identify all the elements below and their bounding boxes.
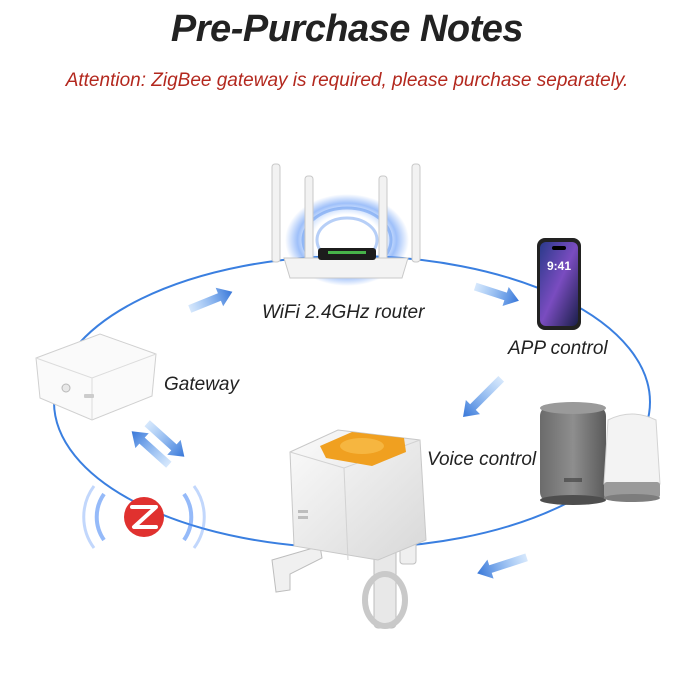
svg-text:9:41: 9:41 [547, 259, 571, 273]
arrow-gateway-down [144, 420, 185, 457]
smartphone: 9:41 [537, 238, 581, 330]
gateway-label: Gateway [164, 374, 239, 395]
voice-control-label: Voice control [427, 449, 537, 470]
arrow-to-app [473, 282, 519, 306]
valve-controller [271, 429, 427, 629]
router-label: WiFi 2.4GHz router [262, 302, 425, 323]
attention-note: Attention: ZigBee gateway is required, p… [65, 70, 629, 91]
zigbee-logo-icon [82, 485, 206, 549]
smart-speakers [540, 402, 661, 505]
app-control-label: APP control [508, 338, 608, 359]
zigbee-gateway [35, 333, 157, 421]
arrow-to-voice [463, 375, 505, 417]
wifi-router [271, 163, 421, 286]
arrow-gateway-up [131, 431, 172, 468]
arrow-to-router [188, 287, 233, 313]
arrow-to-valve [477, 553, 528, 579]
page-title: Pre-Purchase Notes [170, 8, 524, 50]
